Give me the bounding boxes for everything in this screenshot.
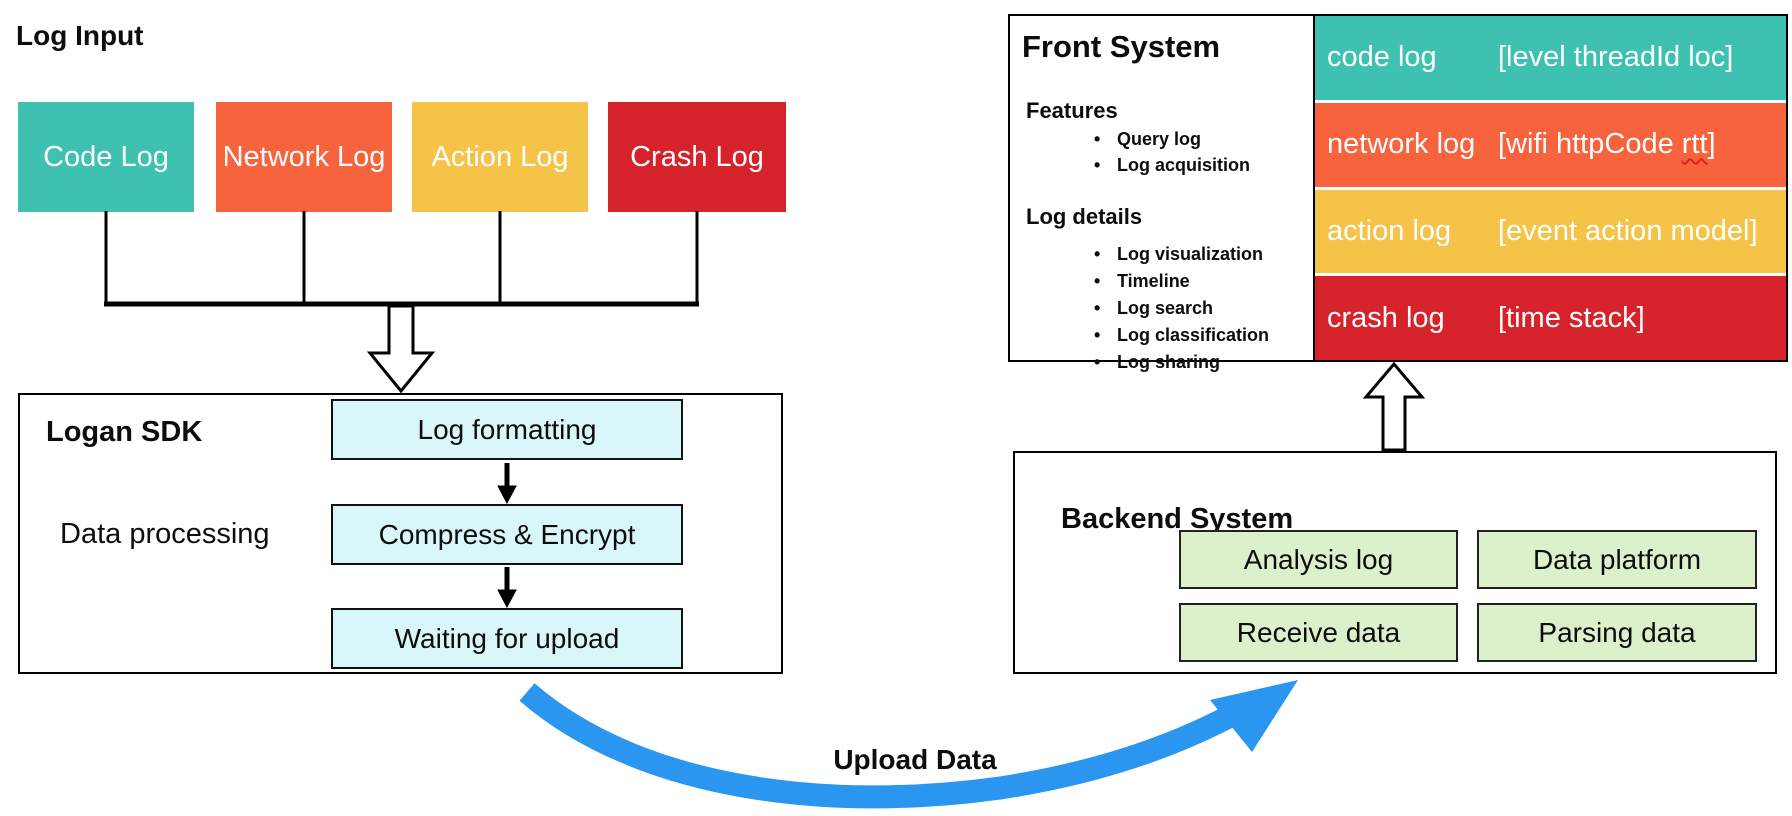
list-item: Log visualization <box>1094 241 1269 268</box>
front-system-title: Front System <box>1022 29 1221 64</box>
logan-sdk-title: Logan SDK <box>46 416 203 448</box>
step-label: Compress & Encrypt <box>378 518 636 550</box>
step-waiting-upload: Waiting for upload <box>331 608 683 669</box>
log-input-title: Log Input <box>16 20 144 51</box>
code-log-bar: code log [level threadId loc] <box>1315 16 1786 100</box>
action-log-box: Action Log <box>412 102 588 212</box>
bar-detail: [event action model] <box>1498 214 1758 247</box>
log-type-bars: code log [level threadId loc] network lo… <box>1313 16 1786 360</box>
module-label: Receive data <box>1236 616 1401 648</box>
code-log-box: Code Log <box>18 102 194 212</box>
module-analysis-log: Analysis log <box>1179 530 1458 589</box>
list-item: Log classification <box>1094 322 1269 349</box>
step-label: Waiting for upload <box>394 622 620 654</box>
list-item: Timeline <box>1094 268 1269 295</box>
upload-data-label: Upload Data <box>833 744 997 775</box>
upload-curve-arrow <box>519 680 1298 809</box>
bar-label: network log <box>1327 128 1476 161</box>
network-log-label: Network Log <box>222 140 386 173</box>
bar-detail: [time stack] <box>1498 301 1645 334</box>
list-item: Log sharing <box>1094 349 1269 376</box>
features-heading: Features <box>1026 98 1118 123</box>
bar-detail-suffix: ] <box>1707 128 1716 161</box>
down-arrow-icon <box>366 304 436 394</box>
front-system-box: Front System Features Query log Log acqu… <box>1008 14 1788 372</box>
list-item: Query log <box>1094 126 1250 152</box>
action-log-label: Action Log <box>431 140 569 173</box>
crash-log-bar: crash log [time stack] <box>1315 276 1786 360</box>
list-item: Log search <box>1094 295 1269 322</box>
bar-detail-prefix: [wifi httpCode <box>1498 128 1682 161</box>
crash-log-label: Crash Log <box>630 140 764 173</box>
step-compress-encrypt: Compress & Encrypt <box>331 504 683 565</box>
module-label: Analysis log <box>1243 543 1394 575</box>
module-parsing-data: Parsing data <box>1477 603 1757 662</box>
bar-detail: [wifi httpCode rtt] <box>1498 128 1716 161</box>
step-log-formatting: Log formatting <box>331 399 683 460</box>
input-connector-lines <box>104 211 699 307</box>
module-data-platform: Data platform <box>1477 530 1757 589</box>
features-list: Query log Log acquisition <box>1094 126 1250 178</box>
bar-detail: [level threadId loc] <box>1498 41 1734 74</box>
log-details-heading: Log details <box>1026 204 1143 229</box>
module-receive-data: Receive data <box>1179 603 1458 662</box>
log-details-list: Log visualization Timeline Log search Lo… <box>1094 241 1269 376</box>
bar-detail-rtt: rtt <box>1681 128 1708 161</box>
network-log-box: Network Log <box>216 102 392 212</box>
backend-system-title: Backend System <box>1061 503 1294 535</box>
module-label: Data platform <box>1532 543 1702 575</box>
bar-label: crash log <box>1327 301 1445 334</box>
up-arrow-icon <box>1362 361 1426 452</box>
bar-label: code log <box>1327 41 1437 74</box>
network-log-bar: network log [wifi httpCode rtt] <box>1315 102 1786 187</box>
action-log-bar: action log [event action model] <box>1315 189 1786 274</box>
crash-log-box: Crash Log <box>608 102 786 212</box>
bar-label: action log <box>1327 214 1452 247</box>
code-log-label: Code Log <box>43 140 169 173</box>
list-item: Log acquisition <box>1094 152 1250 178</box>
step-label: Log formatting <box>417 413 597 445</box>
module-label: Parsing data <box>1538 616 1696 648</box>
data-processing-label: Data processing <box>60 518 270 550</box>
backend-system-box: Backend System Analysis log Data platfor… <box>1013 451 1777 674</box>
